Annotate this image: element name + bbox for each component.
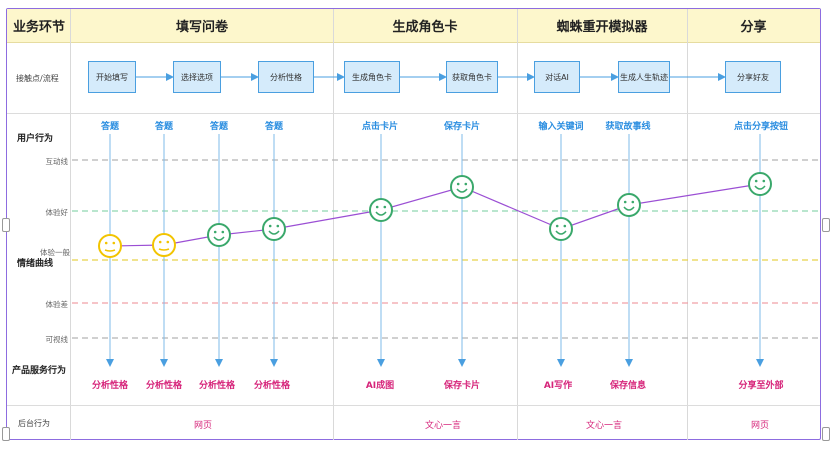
user-action: 输入关键词 [538,122,584,132]
resize-handle-right[interactable] [822,218,830,232]
level-label-neutral: 体验一般 [40,248,70,257]
stage-role-card: 生成角色卡 [392,20,458,35]
level-label-interactive: 互动线 [45,157,69,166]
header-row [7,9,820,43]
row-divider [7,405,820,406]
row-label-backend: 后台行为 [18,419,50,428]
resize-handle-bottom-right[interactable] [822,427,830,441]
resize-handle-left[interactable] [2,218,10,232]
flow-box-generate-card[interactable]: 生成角色卡 [344,61,400,93]
flow-box-start-fill[interactable]: 开始填写 [88,61,136,93]
stage-share: 分享 [740,20,767,35]
service-action: 分析性格 [253,381,291,391]
stage-questionnaire: 填写问卷 [175,20,228,35]
user-action: 答题 [264,122,284,132]
stage-simulator: 蜘蛛重开模拟器 [556,20,648,35]
backend-label: 网页 [193,421,213,431]
smiley-face-icon [207,223,231,247]
service-action: 分享至外部 [738,381,784,391]
row-divider [7,113,820,114]
column-divider [333,9,334,440]
smiley-face-icon [450,175,474,199]
neutral-face-icon [98,234,122,258]
level-label-visible: 可视线 [45,335,69,344]
neutral-face-icon [152,233,176,257]
user-action: 点击分享按钮 [733,122,789,132]
user-action: 答题 [100,122,120,132]
flow-box-chat-ai[interactable]: 对话AI [534,61,580,93]
user-action: 保存卡片 [443,122,481,132]
service-action: 分析性格 [198,381,236,391]
user-action: 获取故事线 [605,122,651,132]
backend-label: 文心一言 [424,421,462,431]
row-label-user-actions: 用户行为 [17,134,54,144]
smiley-face-icon [369,198,393,222]
smiley-face-icon [549,217,573,241]
service-action: AI成图 [365,381,395,391]
flow-box-analyze-personality[interactable]: 分析性格 [258,61,314,93]
service-action: 保存卡片 [443,381,481,391]
flow-box-get-card[interactable]: 获取角色卡 [446,61,498,93]
smiley-face-icon [262,217,286,241]
user-action: 答题 [209,122,229,132]
flow-box-share-friends[interactable]: 分享好友 [725,61,781,93]
user-action: 答题 [154,122,174,132]
level-label-good: 体验好 [45,208,69,217]
service-action: AI写作 [543,381,573,391]
smiley-face-icon [748,172,772,196]
row-label-emotion-curve: 情绪曲线 [17,259,54,269]
user-action: 点击卡片 [361,122,399,132]
service-action: 保存信息 [609,381,647,391]
flow-box-select-option[interactable]: 选择选项 [173,61,221,93]
header-corner: 业务环节 [12,20,65,35]
service-action: 分析性格 [145,381,183,391]
backend-label: 网页 [750,421,770,431]
backend-label: 文心一言 [585,421,623,431]
row-label-services: 产品服务行为 [12,366,67,376]
resize-handle-bottom-left[interactable] [2,427,10,441]
column-divider [70,9,71,440]
smiley-face-icon [617,193,641,217]
level-label-poor: 体验差 [45,300,69,309]
column-divider [687,9,688,440]
column-divider [517,9,518,440]
flow-box-life-track[interactable]: 生成人生轨迹 [618,61,670,93]
row-label-touchpoints: 接触点/流程 [16,74,59,83]
service-action: 分析性格 [91,381,129,391]
